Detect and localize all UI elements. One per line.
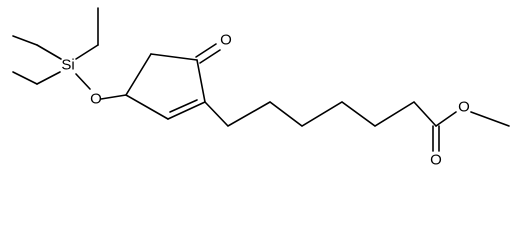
- bond-si-ethyl3: [36, 71, 61, 85]
- cyclopentenone-bonds: [100, 43, 221, 120]
- bond-si-ethyl2: [75, 44, 99, 60]
- bond-c1-c2: [196, 59, 206, 103]
- bond-si-o: [75, 73, 91, 90]
- ketone-oxygen-label: O: [220, 32, 232, 49]
- bond-si-ethyl1: [36, 44, 62, 60]
- chemical-structure: Si O O O O: [12, 7, 510, 169]
- bond-c3-c4: [125, 94, 169, 120]
- bond-ethyl1: [12, 35, 38, 46]
- bond-ester-o: [435, 111, 457, 127]
- bond-o-methyl: [470, 111, 510, 127]
- heptanoate-chain: [204, 100, 437, 128]
- silicon-atom-label: Si: [61, 57, 74, 74]
- ester-carbonyl-oxygen-label: O: [430, 152, 442, 169]
- bond-o-c4: [100, 94, 127, 100]
- bond-c4-c5: [125, 53, 152, 96]
- bond-c2-c3-double: [169, 99, 198, 113]
- bond-c1-ketone-double: [199, 49, 221, 64]
- ester-methoxy-oxygen-label: O: [458, 99, 470, 116]
- bond-ethyl3: [12, 71, 38, 85]
- bond-c2-c3: [167, 101, 206, 120]
- side-chain-bonds: [204, 100, 510, 152]
- silyl-ether-oxygen-label: O: [90, 91, 102, 108]
- bond-c1-ketone: [195, 43, 217, 58]
- bond-c5-c1: [150, 53, 198, 61]
- triethylsilyl-bonds: [12, 7, 99, 90]
